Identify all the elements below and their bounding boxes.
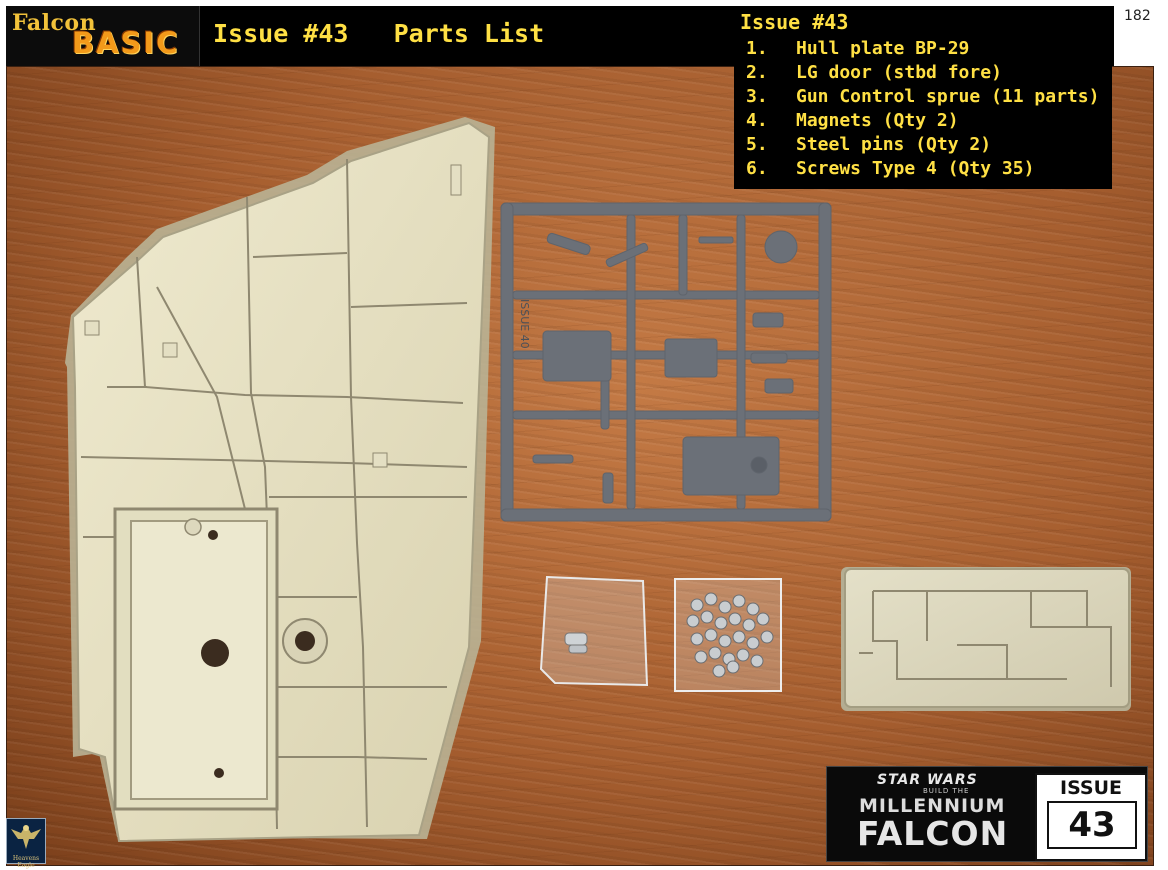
parts-photo: ISSUE 40 xyxy=(6,66,1154,866)
item-number: 3. xyxy=(746,86,768,107)
lg-door-stbd-fore xyxy=(841,567,1131,711)
author-label: Heavens Eagle xyxy=(12,855,40,869)
parts-list-title: Issue #43 xyxy=(740,10,849,34)
list-item: 1. Hull plate BP-29 xyxy=(746,38,1099,62)
build-the-text: BUILD THE xyxy=(923,787,970,795)
eagle-icon xyxy=(11,825,41,849)
item-label: Magnets (Qty 2) xyxy=(796,110,959,131)
falcon-text: FALCON xyxy=(857,814,1009,853)
screws-bag xyxy=(674,578,782,692)
parts-list: 1. Hull plate BP-29 2. LG door (stbd fore)… xyxy=(746,38,1099,182)
parts-photo-illustration: ISSUE 40 xyxy=(65,117,1131,843)
magnets-bag xyxy=(539,575,649,687)
parts-list-panel: Issue #43 1. Hull plate BP-29 2. LG door (… xyxy=(734,6,1112,189)
gun-control-sprue: ISSUE 40 xyxy=(500,202,832,522)
item-number: 4. xyxy=(746,110,768,131)
star-wars-logo: STAR WARS xyxy=(877,772,978,788)
list-item: 6. Screws Type 4 (Qty 35) xyxy=(746,158,1099,182)
item-label: LG door (stbd fore) xyxy=(796,62,1002,83)
sprue-stamp-text: ISSUE 40 xyxy=(518,299,531,349)
item-label: Steel pins (Qty 2) xyxy=(796,134,992,155)
hull-plate-bp29 xyxy=(65,117,495,843)
logo-basic-text: BASIC xyxy=(72,26,180,60)
issue-cover-badge: STAR WARS BUILD THE MILLENNIUM FALCON IS… xyxy=(826,766,1148,862)
item-label: Screws Type 4 (Qty 35) xyxy=(796,158,1035,179)
list-item: 4. Magnets (Qty 2) xyxy=(746,110,1099,134)
issue-number: 43 xyxy=(1047,801,1137,849)
item-number: 5. xyxy=(746,134,768,155)
page-title: Issue #43 Parts List xyxy=(213,19,545,48)
logo-falcon-text: Falcon xyxy=(12,10,97,36)
item-label: Hull plate BP-29 xyxy=(796,38,970,59)
falcon-basic-logo: Falcon BASIC xyxy=(6,6,200,66)
item-number: 1. xyxy=(746,38,768,59)
item-number: 2. xyxy=(746,62,768,83)
heavens-eagle-logo: Heavens Eagle xyxy=(6,818,46,869)
item-number: 6. xyxy=(746,158,768,179)
list-item: 3. Gun Control sprue (11 parts) xyxy=(746,86,1099,110)
issue-label: ISSUE xyxy=(1060,777,1122,799)
list-item: 5. Steel pins (Qty 2) xyxy=(746,134,1099,158)
item-label: Gun Control sprue (11 parts) xyxy=(796,86,1100,107)
millennium-text: MILLENNIUM xyxy=(859,795,1006,817)
page-number: 182 xyxy=(1124,8,1151,24)
issue-number-box: ISSUE 43 xyxy=(1035,773,1147,861)
list-item: 2. LG door (stbd fore) xyxy=(746,62,1099,86)
